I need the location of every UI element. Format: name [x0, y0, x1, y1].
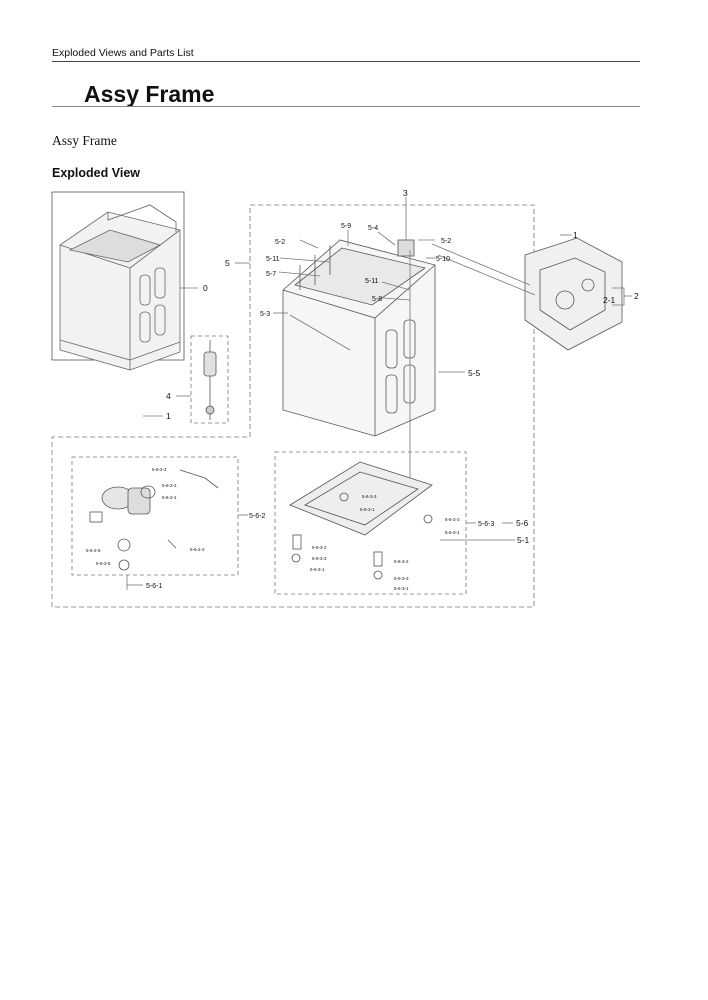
callout-5-5: 5-5 [468, 368, 481, 378]
callout-0: 0 [203, 283, 208, 293]
callout-5-6-3-1-c: 5-6-3-1 [310, 567, 325, 572]
base-frame-drawing [289, 461, 433, 580]
callout-5-2-right: 5-2 [441, 238, 451, 245]
section-subtitle: Assy Frame [52, 133, 117, 148]
callout-5-6-3-3-b: 5-6-3-3 [445, 517, 460, 522]
hose-drawing [203, 340, 217, 420]
hose-panel [190, 335, 229, 424]
callout-5-6-2-5-top: 5-6-2-5 [86, 548, 101, 553]
callout-5-6-2-3: 5-6-2-3 [190, 547, 205, 552]
callout-1: 1 [573, 230, 578, 240]
callout-3: 3 [403, 188, 408, 198]
assembly-5-boundary [51, 204, 535, 608]
callout-2: 2 [634, 291, 639, 301]
callout-5-6-2-4: 5-6-2-4 [152, 467, 167, 472]
callout-5-6-3-2-a: 5-6-3-2 [312, 545, 327, 550]
callout-5-6-2-5-bottom: 5-6-2-5 [96, 561, 111, 566]
callout-5-6-3-1-b: 5-6-3-1 [445, 530, 460, 535]
cabinet-drawing [282, 239, 436, 437]
callout-5-6-3-3-a: 5-6-3-3 [362, 494, 377, 499]
callout-5-6-2-2: 5-6-2-2 [162, 483, 177, 488]
callout-5-8: 5-8 [372, 296, 382, 303]
callout-5-2-left: 5-2 [275, 239, 285, 246]
callout-5-10: 5-10 [436, 256, 450, 263]
callout-5-11-left: 5-11 [266, 256, 280, 263]
exploded-view-heading: Exploded View [52, 166, 140, 180]
back-panel-drawing [524, 237, 623, 351]
callout-2-1: 2-1 [603, 295, 616, 305]
callout-5-1: 5-1 [517, 535, 530, 545]
title-divider [52, 106, 640, 107]
callout-5-6-2: 5-6-2 [249, 513, 265, 520]
pump-subassembly-panel [71, 456, 239, 576]
page-header: Exploded Views and Parts List [52, 47, 640, 62]
callout-5-6-3-2-b: 5-6-3-2 [394, 559, 409, 564]
assembled-washer-drawing [59, 204, 181, 371]
callout-5-6-2-1: 5-6-2-1 [162, 495, 177, 500]
callout-5-9: 5-9 [341, 223, 351, 230]
callout-5: 5 [225, 258, 230, 268]
callout-5-6-3-3-d: 5-6-3-3 [394, 576, 409, 581]
callout-4: 4 [166, 391, 171, 401]
callout-5-11-right: 5-11 [365, 278, 379, 285]
callout-5-4: 5-4 [368, 225, 378, 232]
callout-1-small: 1 [166, 411, 171, 421]
pump-drawing [89, 469, 219, 571]
callout-5-6-3-1-d: 5-6-3-1 [394, 586, 409, 591]
page-title: Assy Frame [84, 81, 215, 107]
callout-5-6-1: 5-6-1 [146, 583, 162, 590]
callout-5-6-3-3-c: 5-6-3-3 [312, 556, 327, 561]
callout-5-6-3-1-a: 5-6-3-1 [360, 507, 375, 512]
callout-5-6: 5-6 [516, 518, 529, 528]
callout-5-3: 5-3 [260, 311, 270, 318]
callout-5-6-3: 5-6-3 [478, 521, 494, 528]
callout-5-7: 5-7 [266, 271, 276, 278]
